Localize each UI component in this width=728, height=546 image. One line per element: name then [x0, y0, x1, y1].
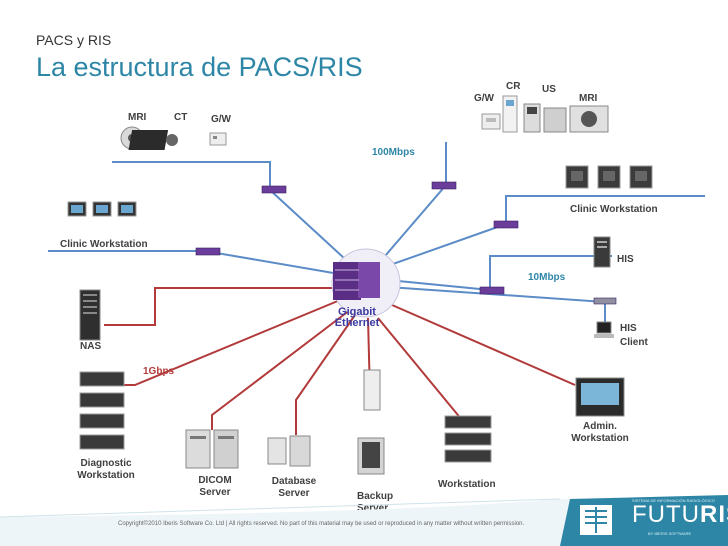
label-his-client-2: Client: [620, 337, 648, 348]
label-backup-1: Backup: [357, 491, 394, 502]
switch-icon: [195, 247, 221, 256]
label-gw-left: G/W: [211, 114, 231, 125]
logo-wordmark: FUTURIS: [632, 501, 728, 529]
clinic-workstation-left-icon: [67, 201, 137, 217]
admin-workstation-icon: [575, 377, 625, 417]
us-icon: [523, 103, 567, 133]
slide-title: La estructura de PACS/RIS: [36, 52, 363, 82]
link-nas: [104, 287, 345, 326]
gateway-right-icon: [481, 113, 501, 130]
label-10mbps: 10Mbps: [528, 272, 566, 283]
label-1gbps: 1Gbps: [143, 366, 175, 377]
link-right-modalities: [372, 142, 447, 271]
link-admin: [391, 304, 576, 386]
label-dicom-2: Server: [199, 487, 231, 498]
futuris-logo: [560, 495, 728, 546]
switch-icon: [593, 297, 617, 305]
his-client-icon: [594, 321, 614, 338]
label-database-1: Database: [271, 476, 317, 487]
workstation-cluster-icon: [444, 415, 492, 463]
label-clinic-workstation-right: Clinic Workstation: [570, 204, 658, 215]
backup-server-icon: [357, 369, 385, 475]
label-admin-1: Admin.: [583, 421, 617, 432]
logo-tagline-top: SISTEMA DE INFORMACIÓN RADIOLÓGICO: [632, 498, 715, 503]
link-workstation: [377, 317, 463, 421]
label-mri-left: MRI: [128, 112, 147, 123]
core-switch-label: Gigabit Ethernet: [320, 307, 394, 329]
label-his-client-1: HIS: [620, 323, 637, 334]
ct-icon: [128, 130, 178, 150]
mri-right-icon: [569, 105, 609, 133]
his-server-icon: [593, 236, 611, 268]
footer-bar: [0, 495, 728, 546]
footer-curve: [0, 495, 728, 546]
switch-icon: [479, 286, 505, 295]
label-diagnostic-2: Workstation: [77, 470, 135, 481]
label-diagnostic-1: Diagnostic: [80, 458, 132, 469]
label-admin-2: Workstation: [571, 433, 629, 444]
database-server-icon: [267, 435, 311, 467]
label-mri-right: MRI: [579, 93, 598, 104]
label-ct: CT: [174, 112, 188, 123]
slide-subtitle: PACS y RIS: [36, 32, 112, 48]
gateway-left-icon: [209, 132, 227, 146]
link-database: [295, 314, 356, 435]
label-us: US: [542, 84, 556, 95]
label-gw-right: G/W: [474, 93, 494, 104]
link-left-modalities: [112, 161, 358, 271]
cr-icon: [502, 95, 518, 133]
diagnostic-workstation-icon: [79, 371, 125, 450]
dicom-server-icon: [185, 429, 239, 469]
logo-word-a: FUTU: [632, 501, 700, 528]
link-clinic-right: [375, 195, 705, 271]
core-switch-icon: [331, 248, 401, 318]
label-dicom-1: DICOM: [198, 475, 232, 486]
clinic-workstation-right-icon: [565, 165, 653, 189]
label-his: HIS: [617, 254, 634, 265]
link-dicom: [211, 309, 351, 430]
label-cr: CR: [506, 81, 521, 92]
label-database-2: Server: [278, 488, 310, 499]
switch-icon: [493, 220, 519, 229]
label-100mbps: 100Mbps: [372, 147, 415, 158]
nas-icon: [79, 289, 101, 341]
logo-tagline-bottom: BY IBERIS SOFTWARE: [648, 531, 692, 536]
logo-word-b: RIS: [699, 501, 728, 528]
switches: [195, 181, 617, 305]
switch-icon: [261, 185, 287, 194]
link-his: [387, 255, 612, 292]
label-workstation: Workstation: [438, 479, 496, 490]
label-clinic-workstation-left: Clinic Workstation: [60, 239, 148, 250]
core-label-line-2: Ethernet: [334, 317, 380, 329]
label-backup-2: Server: [357, 503, 389, 514]
switch-icon: [431, 181, 457, 190]
core-label-line-1: Gigabit: [338, 306, 376, 318]
label-nas: NAS: [80, 341, 102, 352]
copyright-text: Copyright©2010 Iberis Software Co. Ltd |…: [118, 521, 525, 527]
